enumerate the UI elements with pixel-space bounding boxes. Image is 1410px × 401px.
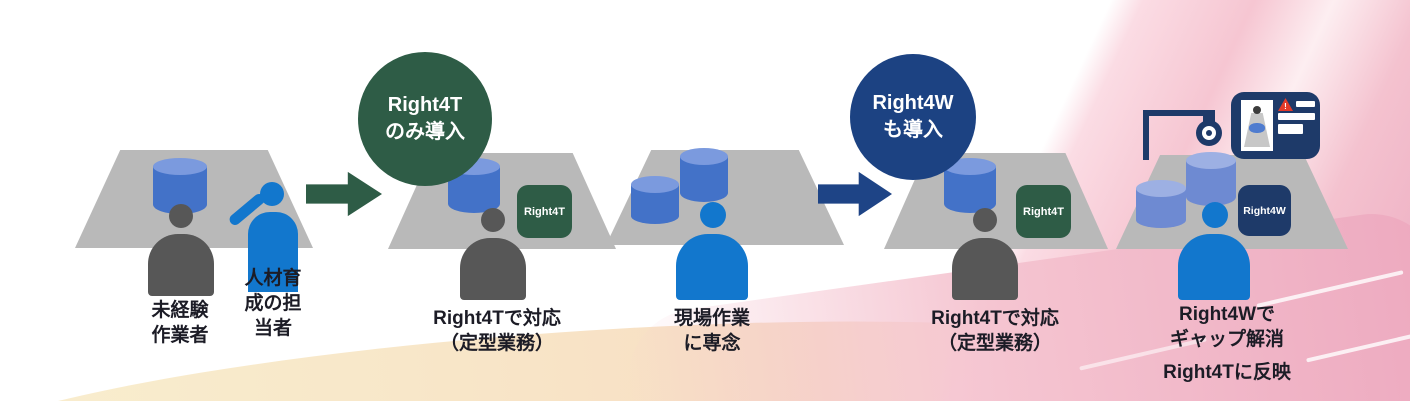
workpiece-cylinder [680, 148, 728, 202]
stage-3-caption: 現場作業 に専念 [673, 308, 750, 355]
mini-cylinder [1249, 123, 1265, 133]
monitor-data-bar [1296, 101, 1315, 107]
camera-icon [1196, 120, 1222, 146]
workpiece-cylinder [944, 158, 996, 213]
worker-figure [458, 208, 528, 300]
monitor-screen: ! [1231, 92, 1320, 159]
right4t-badge: Right4T [1016, 185, 1071, 238]
alert-triangle-icon: ! [1278, 98, 1293, 111]
right4t-badge: Right4T [517, 185, 572, 238]
monitor-data-bar [1278, 124, 1303, 134]
stage-5-caption: Right4Wで ギャップ解消 Right4Tに反映 [1163, 304, 1291, 384]
arrow-right-icon [306, 171, 382, 217]
worker-figure-blue [674, 202, 750, 300]
worker-figure [146, 204, 216, 296]
workpiece-cylinder [631, 176, 679, 224]
trainer-label: 人材育 成の担 当者 [244, 268, 302, 340]
arrow-right-icon [818, 171, 892, 217]
camera-pole [1143, 110, 1149, 160]
stage-4-caption: Right4Tで対応 （定型業務） [931, 308, 1059, 355]
right4t-intro-bubble: Right4T のみ導入 [358, 52, 492, 186]
trainer-figure [227, 180, 300, 292]
worker-figure-blue [1176, 202, 1252, 300]
mini-worker-head [1253, 106, 1261, 114]
worker-figure [950, 208, 1020, 300]
workpiece-cylinder [1186, 152, 1236, 206]
worker-label: 未経験 作業者 [151, 300, 209, 347]
monitor-data-bar [1278, 113, 1315, 120]
right4w-intro-bubble: Right4W も導入 [850, 54, 976, 180]
monitor-live-view [1241, 100, 1273, 151]
stage-2-caption: Right4Tで対応 （定型業務） [433, 308, 561, 355]
